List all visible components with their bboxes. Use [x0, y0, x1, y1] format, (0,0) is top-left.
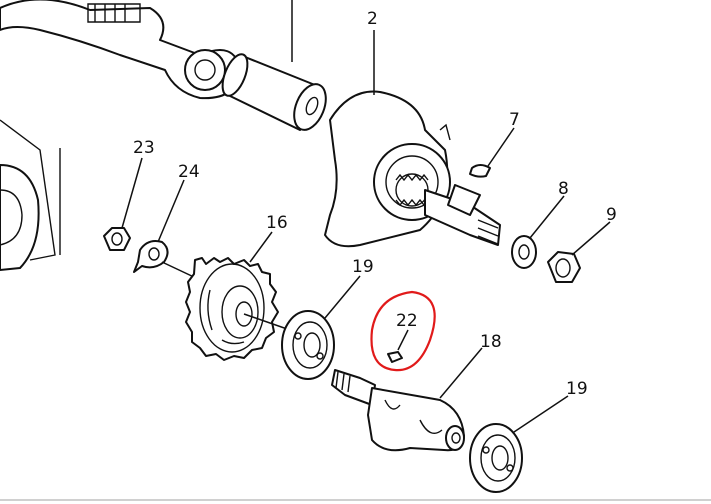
- bearing-19-lower: [469, 423, 523, 493]
- axis-line-24: [161, 261, 197, 279]
- bearing-19-upper: [281, 310, 335, 380]
- leader-16: [249, 231, 273, 263]
- nut-23: [103, 227, 131, 251]
- label-7: 7: [509, 110, 520, 130]
- woodruff-key-7: [469, 164, 491, 178]
- washer-8: [511, 235, 537, 269]
- leader-19b: [513, 395, 569, 433]
- label-2: 2: [367, 9, 378, 29]
- axis-line-16: [243, 313, 291, 331]
- connecting-rod: [0, 0, 241, 100]
- label-22: 22: [396, 311, 418, 331]
- leader-24: [157, 179, 185, 243]
- label-23: 23: [133, 138, 155, 158]
- nut-9: [547, 251, 581, 283]
- leader-18: [439, 347, 483, 399]
- label-19a: 19: [352, 257, 374, 277]
- gear-16: [185, 257, 279, 361]
- leader-7: [487, 127, 515, 167]
- label-8: 8: [558, 179, 569, 199]
- leader-19a: [324, 275, 361, 319]
- crank-pin: [221, 53, 327, 131]
- label-18: 18: [480, 332, 502, 352]
- label-19b: 19: [566, 379, 588, 399]
- crankshaft: [324, 90, 501, 248]
- label-16: 16: [266, 213, 288, 233]
- leader-22: [397, 329, 409, 351]
- bearing-left: [0, 119, 61, 271]
- leader-8: [529, 195, 565, 239]
- leader-23: [121, 157, 143, 229]
- label-9: 9: [606, 205, 617, 225]
- balancer-shaft-18: [331, 369, 465, 452]
- lock-washer-24: [133, 240, 169, 273]
- label-24: 24: [178, 162, 200, 182]
- leader-9: [571, 221, 611, 256]
- key-22: [387, 351, 403, 363]
- highlight-circle: [370, 290, 436, 372]
